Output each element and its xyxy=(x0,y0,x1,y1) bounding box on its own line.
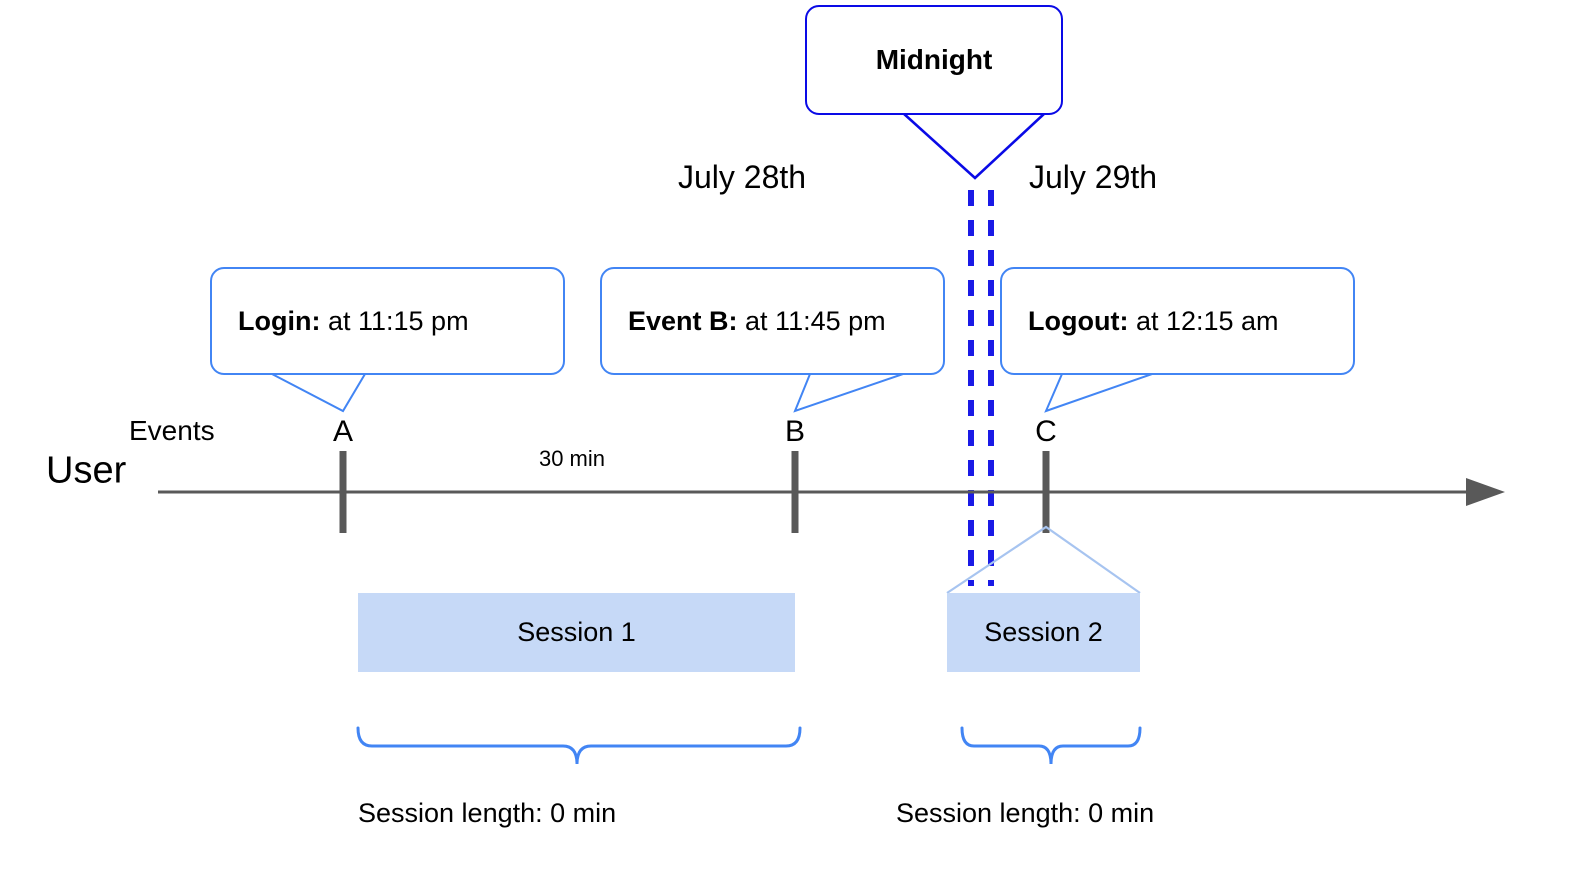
date-label-july-28: July 28th xyxy=(678,159,807,195)
callout-event-b-text: Event B: at 11:45 pm xyxy=(602,306,886,337)
midnight-callout[interactable]: Midnight xyxy=(805,5,1063,115)
user-row-label: User xyxy=(46,449,127,492)
callout-logout-text: Logout: at 12:15 am xyxy=(1002,306,1279,337)
session-2-length-label: Session length: 0 min xyxy=(896,798,1155,828)
session-box-2-label: Session 2 xyxy=(984,617,1103,647)
session-box-2[interactable]: Session 2 xyxy=(947,593,1140,672)
session1-brace xyxy=(356,726,802,765)
callout-event-b-bold: Event B: xyxy=(628,305,738,336)
logout-callout-tail xyxy=(1044,373,1153,413)
event-letter-a: A xyxy=(332,415,354,448)
gap-duration-label: 30 min xyxy=(538,446,606,471)
callout-login-bold: Login: xyxy=(238,305,321,336)
eventb-callout-tail xyxy=(793,373,904,413)
callout-logout-bold: Logout: xyxy=(1028,305,1129,336)
session2-connector xyxy=(946,525,1141,594)
events-row-label: Events xyxy=(129,415,215,446)
session-box-1[interactable]: Session 1 xyxy=(358,593,795,672)
session2-brace xyxy=(960,726,1142,765)
callout-event-b-rest: at 11:45 pm xyxy=(737,305,886,336)
login-callout-tail xyxy=(271,373,366,413)
midnight-callout-label: Midnight xyxy=(875,44,993,75)
timeline-arrow-head xyxy=(1466,478,1505,506)
callout-login[interactable]: Login: at 11:15 pm xyxy=(210,267,565,375)
event-letter-b: B xyxy=(784,415,806,448)
midnight-callout-tail xyxy=(902,112,1046,180)
date-label-july-29: July 29th xyxy=(1029,159,1158,195)
event-letter-c: C xyxy=(1035,415,1057,448)
callout-logout-rest: at 12:15 am xyxy=(1128,305,1279,336)
session-box-1-label: Session 1 xyxy=(517,617,636,647)
callout-login-rest: at 11:15 pm xyxy=(320,305,469,336)
callout-logout[interactable]: Logout: at 12:15 am xyxy=(1000,267,1355,375)
session-1-length-label: Session length: 0 min xyxy=(358,798,617,828)
callout-event-b[interactable]: Event B: at 11:45 pm xyxy=(600,267,945,375)
callout-login-text: Login: at 11:15 pm xyxy=(212,306,469,337)
